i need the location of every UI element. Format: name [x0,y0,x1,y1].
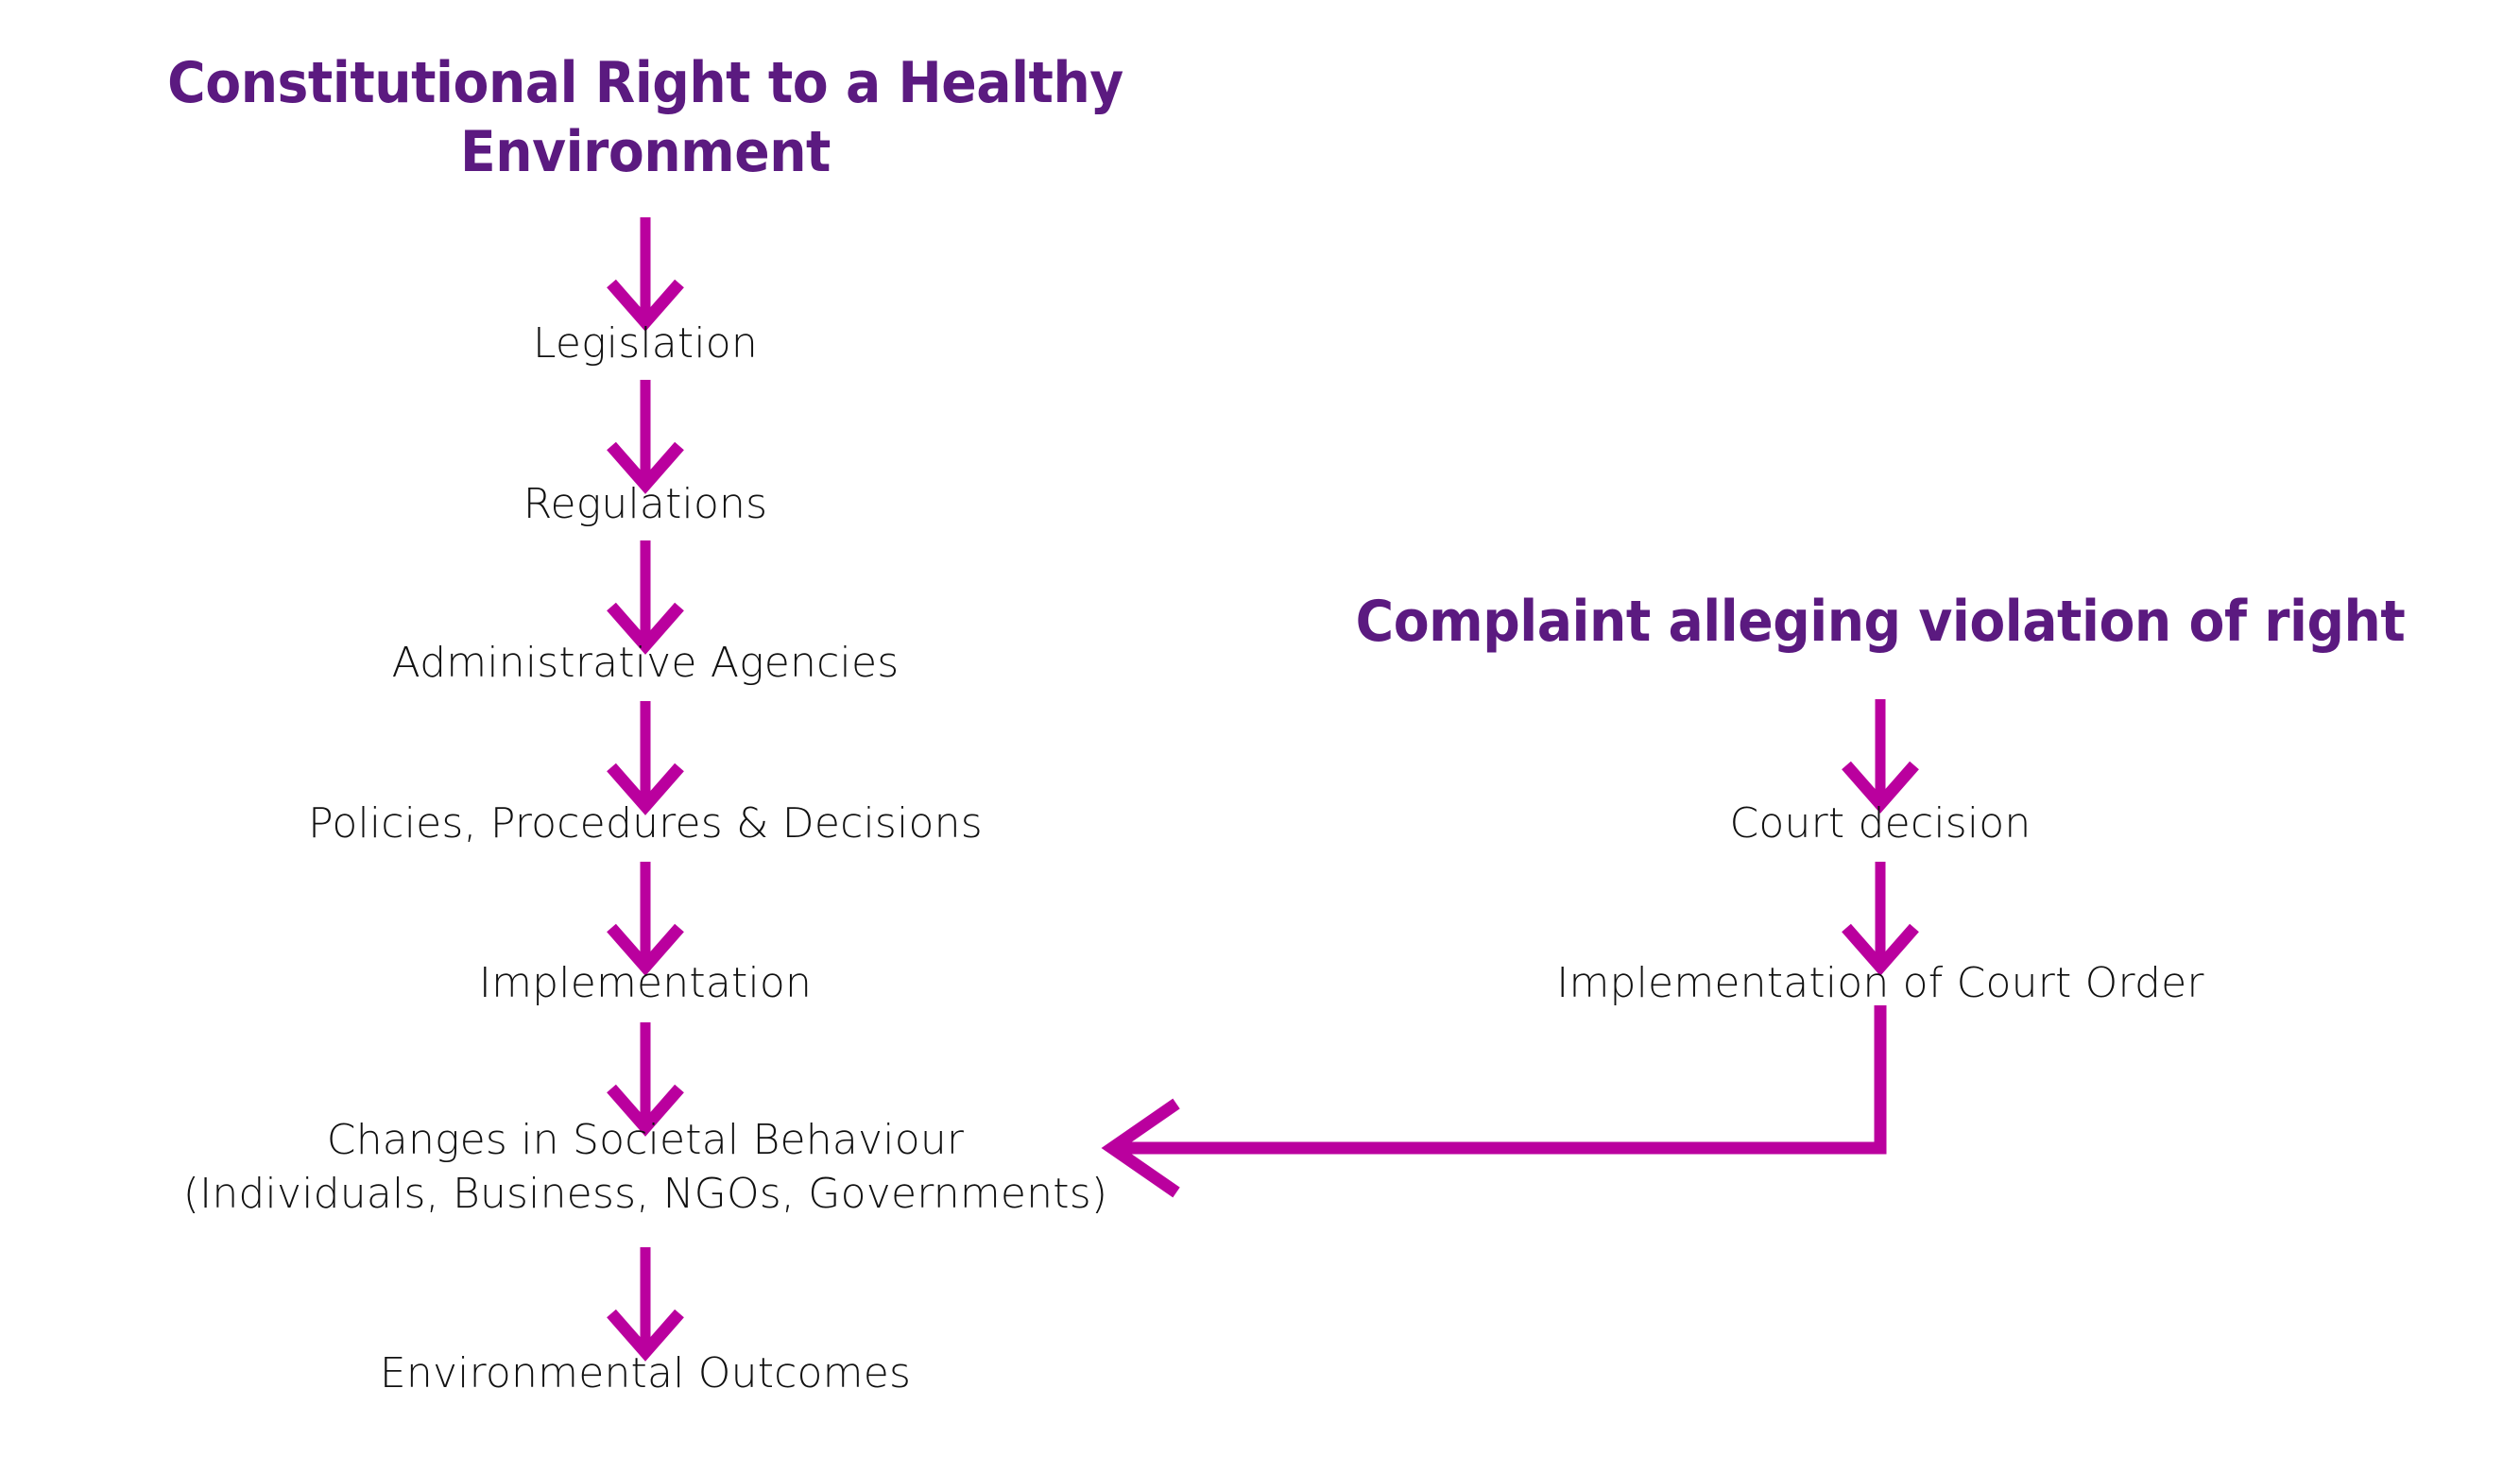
arrow-down-icon [607,1022,684,1137]
arrow-down-icon [607,701,684,815]
arrow-down-icon [1842,862,1919,976]
node-implementation: Implementation [478,959,813,1007]
right-flow-heading: Complaint alleging violation of right [1355,589,2406,655]
arrow-down-icon [607,380,684,494]
arrow-down-icon [607,1247,684,1362]
node-implementation-of-court-order: Implementation of Court Order [1556,959,2204,1007]
node-legislation: Legislation [532,319,759,368]
node-court-decision: Court decision [1729,799,2031,848]
left-flow-heading: Constitutional Right to a Healthy Enviro… [167,50,1123,186]
arrow-down-icon [607,862,684,976]
node-regulations: Regulations [523,480,768,528]
arrow-down-icon [607,540,684,655]
arrow-down-icon [607,217,684,332]
elbow-arrow-icon [1101,1005,1887,1198]
arrow-down-icon [1842,699,1919,814]
node-administrative-agencies: Administrative Agencies [391,639,900,687]
node-changes-in-societal-behaviour: Changes in Societal Behaviour (Individua… [182,1116,1108,1219]
node-environmental-outcomes: Environmental Outcomes [379,1349,912,1397]
node-policies-procedures-decisions: Policies, Procedures & Decisions [308,799,983,848]
